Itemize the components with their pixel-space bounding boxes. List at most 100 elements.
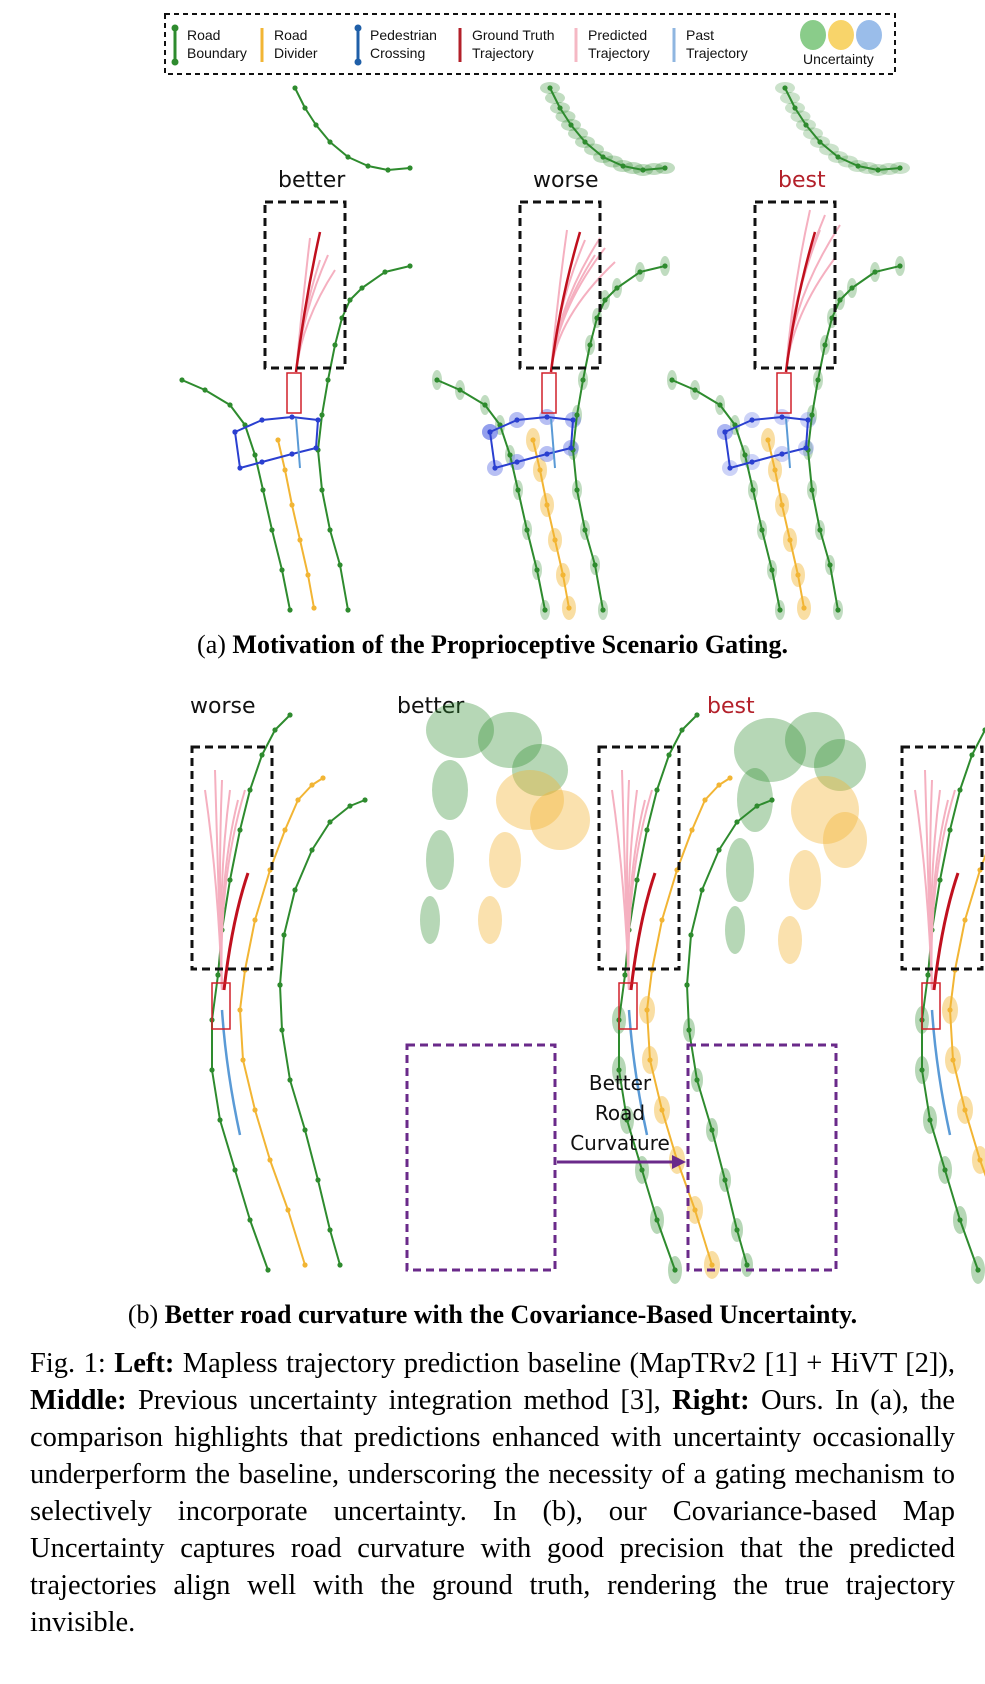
panel-b-predicted-trajectory (220, 789, 246, 991)
panel-b-uncertainty-divider-large (823, 812, 867, 868)
panel-b-arrow-label-line-1: Road (595, 1101, 645, 1125)
panel-b-road-divider-lower-vertex (240, 1057, 246, 1063)
legend-swatch-dot (171, 24, 179, 32)
panel-b-road-divider-upper-vertex (295, 797, 301, 803)
panel-a-ped-crossing-vertex (568, 445, 574, 451)
caption-middle-text: Previous uncertainty integration method … (137, 1385, 661, 1416)
panel-a-left-boundary-vertex (287, 607, 293, 613)
panel-a-right-boundary-vertex (897, 263, 903, 269)
panel-a-right-boundary-vertex (594, 315, 600, 321)
legend-label-2-line1: Pedestrian (370, 27, 437, 43)
panel-b-road-divider-lower-vertex (647, 1057, 653, 1063)
panel-b-label-0: worse (190, 694, 256, 719)
panel-a-road-divider (532, 439, 570, 609)
panel-a-past-trajectory (550, 417, 556, 469)
panel-a-top-boundary-vertex (345, 154, 351, 160)
panel-a-left-boundary-vertex (202, 387, 208, 393)
panel-a-left-boundary-vertex (507, 452, 513, 458)
panel-a-road-divider-vertex (566, 605, 572, 611)
panel-b-uncertainty-boundary-large (512, 744, 568, 796)
panel-b-road-divider-upper-vertex (252, 917, 258, 923)
panel-a-road-divider-vertex (289, 502, 295, 508)
panel-a-top-boundary-vertex (782, 85, 788, 91)
panel-b-ground-truth (629, 872, 657, 991)
panel-b-past-trajectory (930, 1009, 952, 1136)
panel-a-top-boundary-vertex (313, 122, 319, 128)
panel-a-left-boundary-vertex (750, 487, 756, 493)
panel-b-right-upper-boundary-vertex (347, 803, 353, 809)
panel-a-ped-crossing-vertex (544, 414, 550, 420)
panel-a-right-boundary-vertex (614, 285, 620, 291)
panel-a-ped-crossing-vertex (805, 417, 811, 423)
panel-a-left-boundary-vertex (260, 487, 266, 493)
panel-a-left-boundary-vertex (279, 567, 285, 573)
panel-a-top-boundary-vertex (302, 105, 308, 111)
panel-a-right-boundary-vertex (332, 342, 338, 348)
legend: RoadBoundaryRoadDividerPedestrianCrossin… (164, 13, 896, 75)
caption-fig-number: Fig. 1: (30, 1348, 106, 1379)
panel-a-road-divider-vertex (787, 537, 793, 543)
panel-b-uncertainty-boundary-large (426, 702, 494, 758)
panel-b-uncertainty-divider-large (496, 770, 564, 830)
panel-a-top-boundary (549, 87, 666, 171)
panel-b-right-upper-boundary-vertex (769, 797, 775, 803)
panel-b-road-divider-lower-vertex (947, 1007, 953, 1013)
panel-b-road-divider-upper-vertex (309, 782, 315, 788)
panel-a-road-divider-vertex (282, 467, 288, 473)
panel-b-right-boundary-vertex (287, 1077, 293, 1083)
legend-label-1-line2: Divider (274, 45, 318, 61)
legend-label-0-line2: Boundary (187, 45, 247, 61)
panel-a-ped-crossing-vertex (289, 414, 295, 420)
panel-b-predicted-trajectory (930, 789, 956, 991)
panel-b-left-boundary-vertex (616, 1067, 622, 1073)
panel-a-right-boundary-vertex (347, 297, 353, 303)
panel-b-ground-truth (932, 872, 960, 991)
legend-label-3-line2: Trajectory (472, 45, 534, 61)
panel-a-ped-crossing-vertex (727, 465, 733, 471)
panel-a-right-boundary-vertex (574, 487, 580, 493)
panel-b-road-divider-lower-vertex (252, 1107, 258, 1113)
panel-b-right-upper-boundary (279, 799, 366, 986)
panel-b-uncertainty-boundary-large (785, 712, 845, 768)
panel-b-road-divider-upper-vertex (282, 827, 288, 833)
panel-a-road-divider-vertex (779, 502, 785, 508)
panel-a-ped-crossing-vertex (237, 465, 243, 471)
panel-b-focus-box (900, 745, 984, 971)
legend-label-2-line2: Crossing (370, 45, 425, 61)
legend-uncertainty-ellipse (856, 20, 882, 50)
panel-b-right-boundary-vertex (315, 1177, 321, 1183)
panel-a-ped-crossing-vertex (514, 459, 520, 465)
panel-a-left-boundary-vertex (269, 527, 275, 533)
panel-b-right-upper-boundary-vertex (716, 847, 722, 853)
panel-a-top-boundary-vertex (385, 167, 391, 173)
panel-a-right-boundary-vertex (574, 412, 580, 418)
panel-b-arrow-label-line-0: Better (589, 1071, 652, 1095)
panel-a-right-boundary-vertex (345, 607, 351, 613)
legend-uncertainty-ellipse (828, 20, 854, 50)
panel-a-top-boundary-vertex (835, 154, 841, 160)
panel-b-upper-boundary-vertex (937, 877, 943, 883)
panel-a-ped-crossing-vertex (259, 417, 265, 423)
panel-a-road-divider-vertex (305, 572, 311, 578)
panel-b-curvature-box-middle (405, 1043, 557, 1272)
panel-b-ego-box (618, 982, 638, 1030)
panel-a-ego-box (541, 372, 557, 414)
panel-a-left-boundary-vertex (482, 402, 488, 408)
panel-b-road-divider-lower-vertex (692, 1207, 698, 1213)
panel-a-right-boundary-vertex (600, 607, 606, 613)
panel-b-caption-title: Better road curvature with the Covarianc… (164, 1300, 858, 1329)
panel-a-left-boundary-vertex (692, 387, 698, 393)
panel-a-top-boundary-vertex (407, 165, 413, 171)
panel-b-road-divider-upper-vertex (716, 782, 722, 788)
panel-b-upper-boundary-vertex (666, 752, 672, 758)
panel-b-road-divider-lower-vertex (267, 1157, 273, 1163)
panel-b-upper-boundary-vertex (957, 787, 963, 793)
panel-b-upper-boundary-vertex (622, 972, 628, 978)
panel-a-road-divider-vertex (560, 572, 566, 578)
panel-b-right-boundary-vertex (694, 1077, 700, 1083)
panel-a-left-boundary-vertex (434, 377, 440, 383)
panel-b-upper-boundary-vertex (247, 787, 253, 793)
panel-a-left-boundary-vertex (769, 567, 775, 573)
panel-a-top-boundary-vertex (897, 165, 903, 171)
